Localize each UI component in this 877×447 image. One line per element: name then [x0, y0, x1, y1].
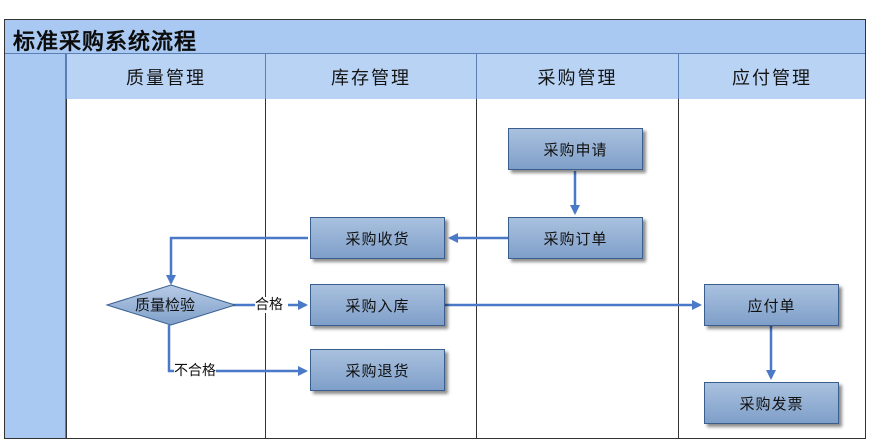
arrow-receipt-to-inspection	[166, 236, 308, 285]
inspection-diamond: 质量检验	[105, 284, 237, 326]
node-purchase-return: 采购退货	[310, 349, 445, 391]
node-purchase-invoice: 采购发票	[704, 382, 839, 424]
lane-header-quality: 质量管理	[66, 54, 265, 99]
node-payable: 应付单	[704, 284, 839, 326]
lane-header-payables: 应付管理	[678, 54, 866, 99]
node-purchase-request: 采购申请	[508, 128, 643, 170]
diagram-title: 标准采购系统流程	[13, 29, 198, 55]
title-bar: 标准采购系统流程	[4, 19, 866, 55]
lane-payables	[678, 99, 866, 438]
lane-header-purchasing: 采购管理	[476, 54, 678, 99]
inspection-diamond-label: 质量检验	[135, 296, 195, 314]
node-purchase-receipt: 采购收货	[310, 217, 445, 259]
edge-label-pass: 合格	[255, 297, 283, 313]
lane-header-inventory: 库存管理	[265, 54, 476, 99]
edge-label-fail: 不合格	[174, 363, 216, 379]
lane-quality	[66, 99, 265, 438]
node-purchase-stock-in: 采购入库	[310, 284, 445, 326]
side-column	[4, 54, 66, 438]
node-purchase-order: 采购订单	[508, 217, 643, 259]
